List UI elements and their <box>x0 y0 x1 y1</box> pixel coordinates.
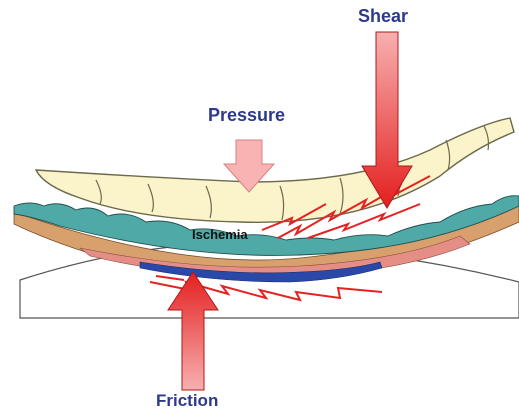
shear-label: Shear <box>358 6 408 27</box>
bone <box>36 118 514 222</box>
ischemia-label: Ischemia <box>192 227 248 242</box>
friction-label: Friction <box>156 391 218 411</box>
pressure-label: Pressure <box>208 105 285 126</box>
